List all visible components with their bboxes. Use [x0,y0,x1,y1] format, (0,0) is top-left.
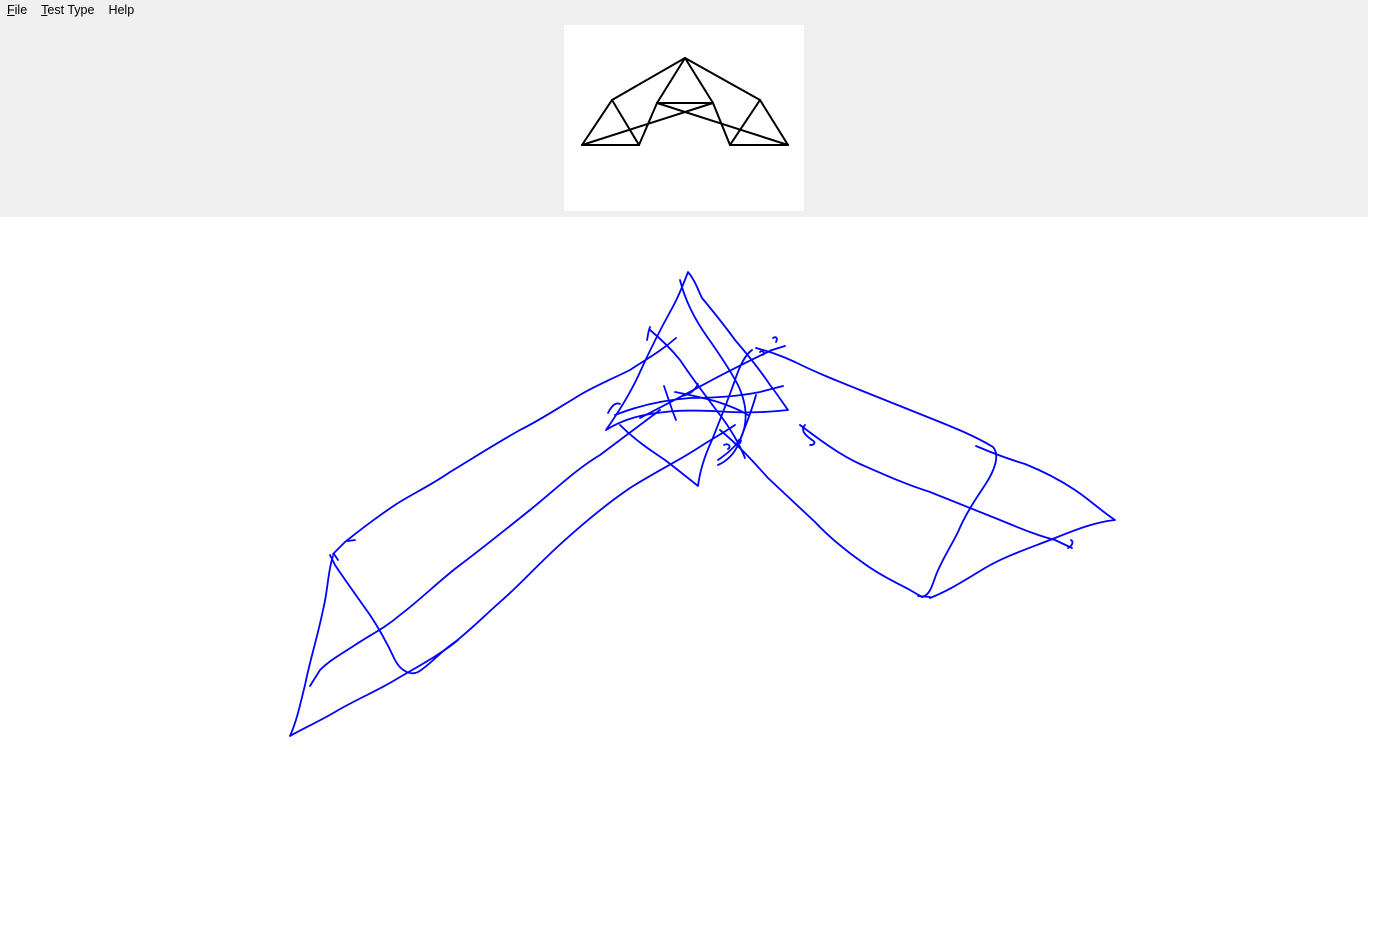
stroke-mark-6 [333,553,339,561]
stroke-cross-9 [681,383,699,397]
stroke-mark-4 [759,350,765,356]
stroke-mark-8 [917,595,931,598]
ref-line [611,57,686,101]
ref-line [611,99,640,146]
menu-file-label: ile [14,3,28,17]
stroke-left-arm-middle [309,409,661,687]
menu-bar: File Test Type Help [0,0,141,20]
stroke-cross-8 [646,326,651,341]
stroke-cross-1 [614,385,784,416]
menu-test-type-label: est Type [47,3,95,17]
ref-line [656,57,686,104]
menu-file-mnemonic: F [7,3,15,17]
stroke-mark-7 [1067,539,1074,549]
stroke-cross-6 [619,349,753,487]
stroke-cross-7 [607,402,621,414]
stroke-right-arm-outer [755,347,998,598]
stroke-right-arm-middle [799,424,1073,549]
menu-test-type[interactable]: Test Type [34,0,101,20]
ref-line [638,102,658,146]
stroke-cross-2 [639,345,786,419]
stroke-left-tip [289,555,459,737]
stroke-mark-1 [772,336,778,343]
reference-panel: File Test Type Help [0,0,1368,217]
drawing-canvas[interactable] [0,217,1381,925]
complex-figure-reference-icon [581,57,789,146]
menu-help[interactable]: Help [101,0,141,20]
stroke-left-arm-outer [332,337,677,555]
freehand-copy-strokes-icon [289,271,1116,737]
ref-line [712,102,731,146]
ref-line [729,99,761,146]
ref-line [581,99,613,146]
ref-line [684,57,714,104]
reference-figure-box [564,25,804,211]
menu-test-type-mnemonic: T [41,3,48,17]
stroke-right-arm-top [929,445,1116,599]
stroke-mark-5 [347,539,356,542]
menu-help-label: Help [108,3,135,17]
stroke-mark-2 [737,438,742,444]
stroke-mark-3 [723,443,731,450]
stroke-cross-10 [802,424,816,446]
ref-line [684,57,761,101]
stroke-apex-right [679,279,747,466]
stroke-cross-3 [663,385,677,421]
ref-line [759,99,789,146]
stroke-right-arm-inner [719,429,923,598]
stroke-left-arm-inner [329,424,736,675]
menu-file[interactable]: File [0,0,34,20]
